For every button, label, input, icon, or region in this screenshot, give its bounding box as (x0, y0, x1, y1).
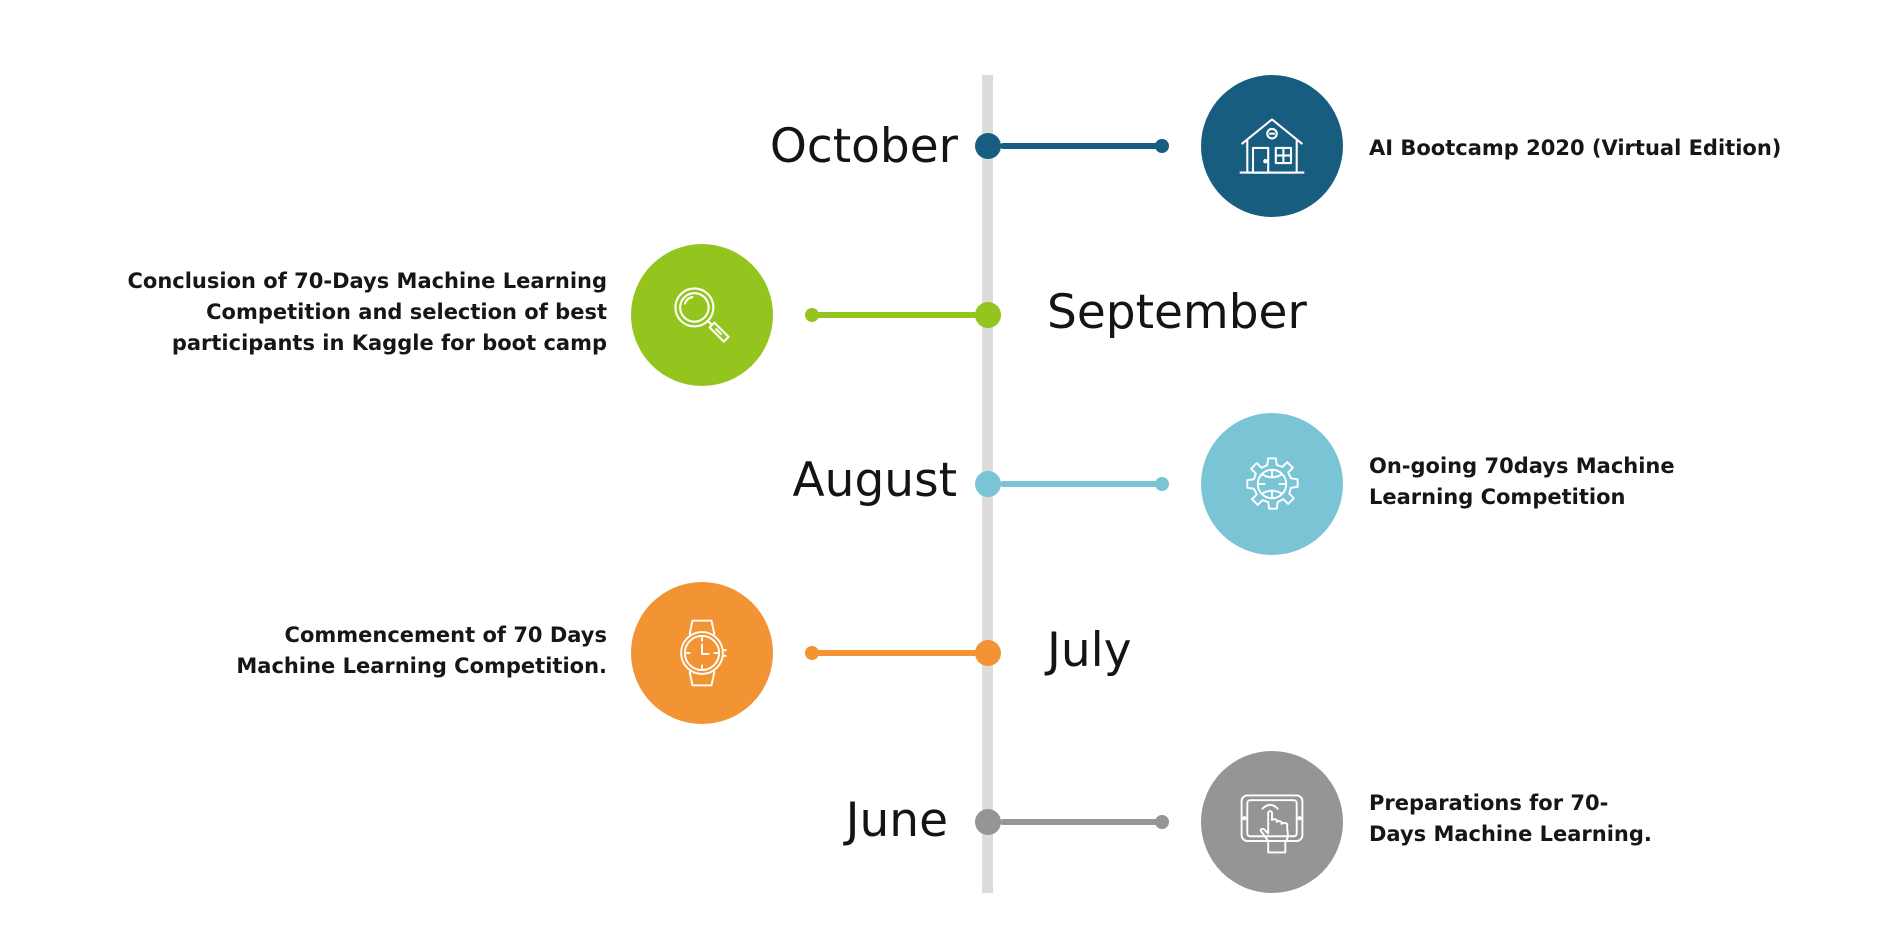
month-label-july: July (1047, 623, 1132, 678)
connector-july (812, 650, 988, 656)
event-line: Preparations for 70- (1369, 791, 1609, 815)
event-line: Days Machine Learning. (1369, 822, 1652, 846)
event-line: participants in Kaggle for boot camp (171, 331, 607, 355)
tablet-touch-icon (1240, 794, 1304, 854)
connector-october (1000, 143, 1162, 149)
wristwatch-icon (680, 619, 727, 687)
connector-june (1000, 819, 1162, 825)
month-label-june: June (845, 793, 948, 848)
connector-tip-september (805, 308, 819, 322)
connector-tip-august (1155, 477, 1169, 491)
timeline-node-august (975, 471, 1001, 497)
event-text-june: Preparations for 70- Days Machine Learni… (1369, 788, 1652, 850)
event-line: Learning Competition (1369, 485, 1626, 509)
connector-tip-july (805, 646, 819, 660)
gear-icon (1246, 457, 1299, 510)
icon-disc-october (1201, 75, 1343, 217)
event-text-september: Conclusion of 70-Days Machine Learning C… (128, 266, 608, 359)
icon-disc-june (1201, 751, 1343, 893)
icon-disc-august (1201, 413, 1343, 555)
event-text-july: Commencement of 70 Days Machine Learning… (236, 620, 607, 682)
event-line: Commencement of 70 Days (284, 623, 607, 647)
event-line: Machine Learning Competition. (236, 654, 607, 678)
icon-disc-september (631, 244, 773, 386)
connector-tip-october (1155, 139, 1169, 153)
month-label-september: September (1047, 285, 1307, 340)
connector-september (812, 312, 988, 318)
event-line: Competition and selection of best (206, 300, 607, 324)
icon-disc-july (631, 582, 773, 724)
event-line: AI Bootcamp 2020 (Virtual Edition) (1369, 136, 1782, 160)
event-text-august: On-going 70days Machine Learning Competi… (1369, 451, 1675, 513)
event-line: On-going 70days Machine (1369, 454, 1675, 478)
event-text-october: AI Bootcamp 2020 (Virtual Edition) (1369, 133, 1781, 164)
timeline-node-october (975, 133, 1001, 159)
event-line: Conclusion of 70-Days Machine Learning (127, 269, 608, 293)
connector-tip-june (1155, 815, 1169, 829)
month-label-august: August (792, 453, 957, 508)
timeline-node-june (975, 809, 1001, 835)
magnifier-icon (674, 287, 730, 343)
month-label-october: October (769, 119, 958, 174)
connector-august (1000, 481, 1162, 487)
house-icon (1239, 118, 1305, 174)
